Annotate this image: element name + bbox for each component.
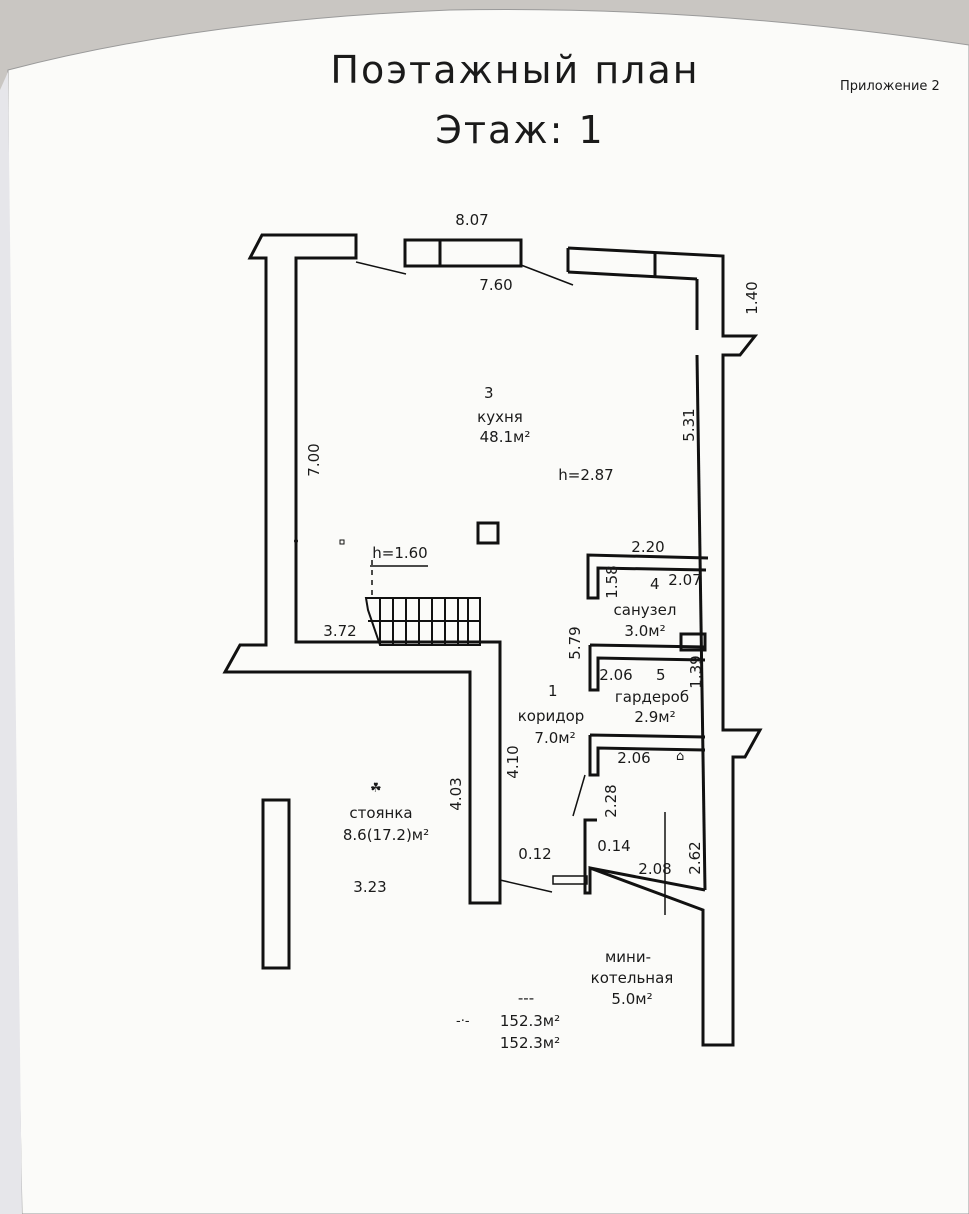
bathroom-wall xyxy=(586,553,709,600)
dim-corridor-left: 4.10 xyxy=(504,745,522,778)
left-outer-wall xyxy=(222,233,502,905)
title-line-1: Поэтажный план xyxy=(330,48,699,92)
dim-right-top: 1.40 xyxy=(743,281,761,314)
dim-left-wall: 7.00 xyxy=(305,443,323,476)
staircase xyxy=(364,597,481,646)
dim-wardrobe-left: 2.06 xyxy=(599,666,632,684)
dim-lower-closet: 2.06 xyxy=(617,749,650,767)
parking-name: стоянка xyxy=(349,804,412,822)
boiler-area: 5.0м² xyxy=(611,990,652,1008)
top-window-wall xyxy=(403,238,523,268)
wardrobe-wall xyxy=(588,643,706,692)
kitchen-name: кухня xyxy=(477,408,523,426)
boiler-name-2: котельная xyxy=(591,969,674,987)
dim-wardrobe-right: 1.39 xyxy=(687,655,705,688)
dim-parking-bottom: 3.23 xyxy=(353,878,386,896)
right-wall-inner xyxy=(567,270,698,281)
bath-vent xyxy=(679,632,707,652)
dim-boiler-width: 2.08 xyxy=(638,860,671,878)
dim-closet-height: 2.28 xyxy=(602,784,620,817)
wardrobe-name: гардероб xyxy=(615,688,689,706)
bathroom-name: санузел xyxy=(614,601,677,619)
dim-corridor-height: 5.79 xyxy=(566,626,584,659)
dim-top-outer: 8.07 xyxy=(455,211,488,229)
stair-height: h=1.60 xyxy=(372,544,427,562)
right-inner-wall xyxy=(695,354,707,891)
marker-dot xyxy=(294,539,298,543)
total-area-2: 152.3м² xyxy=(500,1034,560,1052)
parking-pillar xyxy=(261,798,291,970)
page-edge xyxy=(0,72,22,1214)
closet-icon: ⌂ xyxy=(676,749,684,764)
title-line-2: Этаж: 1 xyxy=(435,108,604,152)
kitchen-column xyxy=(476,521,500,545)
dim-stair-base: 3.72 xyxy=(323,622,356,640)
corridor-index: 1 xyxy=(548,682,558,700)
total-area-1: 152.3м² xyxy=(500,1012,560,1030)
paper-sheet xyxy=(7,8,969,1214)
walls xyxy=(222,233,763,1047)
kitchen-index: 3 xyxy=(484,384,494,402)
dim-bath-right: 2.07 xyxy=(668,571,701,589)
bathroom-index: 4 xyxy=(650,575,660,593)
dim-kitchen-right: 5.31 xyxy=(680,408,698,441)
total-mark: -·- xyxy=(456,1014,470,1029)
corridor-area: 7.0м² xyxy=(534,729,575,747)
dim-door-right: 0.14 xyxy=(597,837,630,855)
appendix-label: Приложение 2 xyxy=(840,79,940,94)
kitchen-area: 48.1м² xyxy=(480,428,531,446)
bathroom-area: 3.0м² xyxy=(624,622,665,640)
boiler-wall-top xyxy=(589,866,706,892)
wardrobe-area: 2.9м² xyxy=(634,708,675,726)
closet-wall xyxy=(588,733,706,777)
dim-bath-top: 2.20 xyxy=(631,538,664,556)
doors xyxy=(355,261,666,915)
parking-area: 8.6(17.2)м² xyxy=(343,826,429,844)
dim-parking-right: 4.03 xyxy=(447,777,465,810)
dim-top-inner: 7.60 xyxy=(479,276,512,294)
boiler-name-1: мини- xyxy=(605,948,651,966)
kitchen-height: h=2.87 xyxy=(558,466,613,484)
corridor-name: коридор xyxy=(518,707,585,725)
wardrobe-index: 5 xyxy=(656,666,666,684)
parking-icon: ☘ xyxy=(370,781,382,796)
dim-bath-left: 1.58 xyxy=(603,565,621,598)
right-outer-wall xyxy=(567,246,763,1047)
totals-dashes: --- xyxy=(518,989,534,1007)
dim-boiler-height: 2.62 xyxy=(686,841,704,874)
marker-square xyxy=(339,539,345,545)
dim-door-left: 0.12 xyxy=(518,845,551,863)
